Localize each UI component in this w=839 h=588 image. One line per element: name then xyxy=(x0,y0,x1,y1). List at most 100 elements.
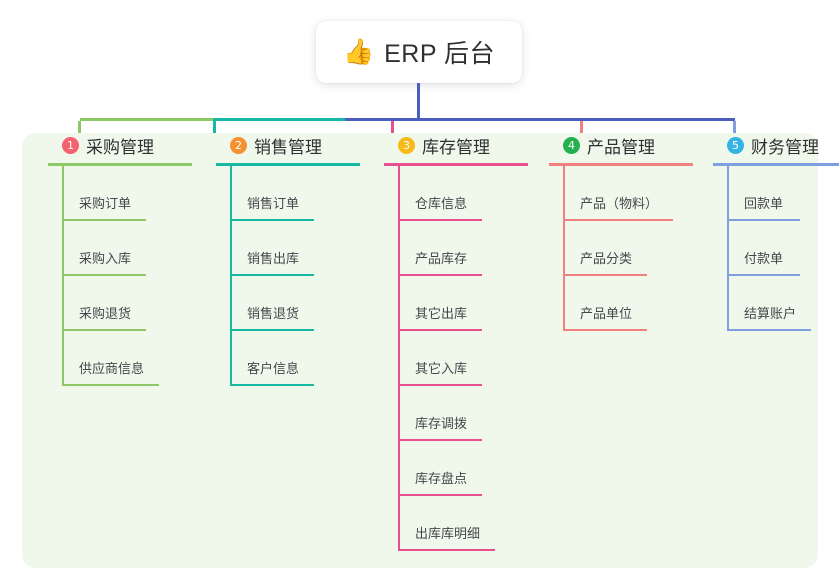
leaf-item[interactable]: 仓库信息 xyxy=(384,166,528,221)
leaf-label: 回款单 xyxy=(744,196,784,211)
root-title: ERP 后台 xyxy=(384,40,496,68)
leaf-label: 其它出库 xyxy=(415,306,468,321)
leaf-label: 库存盘点 xyxy=(415,471,468,486)
leaf-label: 付款单 xyxy=(744,251,784,266)
leaf-rule xyxy=(230,384,314,386)
branch-items-1: 采购订单采购入库采购退货供应商信息 xyxy=(48,166,192,386)
bus-green xyxy=(80,118,215,121)
leaf-label: 销售订单 xyxy=(247,196,300,211)
leaf-item[interactable]: 采购退货 xyxy=(48,276,192,331)
leaf-label: 产品单位 xyxy=(580,306,633,321)
leaf-label: 出库库明细 xyxy=(415,526,481,541)
leaf-rule xyxy=(62,274,146,276)
branch-title-3: 库存管理 xyxy=(422,137,490,157)
trunk-connector xyxy=(417,83,420,120)
leaf-label: 供应商信息 xyxy=(79,361,145,376)
leaf-rule xyxy=(398,274,482,276)
leaf-rule xyxy=(230,219,314,221)
leaf-label: 其它入库 xyxy=(415,361,468,376)
branch-header-2[interactable]: 2 销售管理 xyxy=(216,133,360,157)
leaf-item[interactable]: 库存调拨 xyxy=(384,386,528,441)
leaf-label: 客户信息 xyxy=(247,361,300,376)
branch-items-3: 仓库信息产品库存其它出库其它入库库存调拨库存盘点出库库明细 xyxy=(384,166,528,551)
leaf-rule xyxy=(62,329,146,331)
bus-teal xyxy=(213,118,347,121)
branch-title-1: 采购管理 xyxy=(86,137,154,157)
bus-blue xyxy=(345,118,735,121)
leaf-label: 产品库存 xyxy=(415,251,468,266)
branch-header-3[interactable]: 3 库存管理 xyxy=(384,133,528,157)
branch-title-5: 财务管理 xyxy=(751,137,819,157)
branch-rule-4 xyxy=(549,163,693,166)
leaf-item[interactable]: 销售出库 xyxy=(216,221,360,276)
branch-rule-3 xyxy=(384,163,528,166)
branch-items-4: 产品（物料） 产品分类产品单位 xyxy=(549,166,693,331)
leaf-item[interactable]: 销售退货 xyxy=(216,276,360,331)
branch-column-3: 3 库存管理仓库信息产品库存其它出库其它入库库存调拨库存盘点出库库明细 xyxy=(384,133,528,551)
leaf-item[interactable]: 回款单 xyxy=(713,166,839,221)
leaf-rule xyxy=(727,329,811,331)
branch-column-2: 2 销售管理销售订单销售出库销售退货客户信息 xyxy=(216,133,360,386)
leaf-item[interactable]: 采购订单 xyxy=(48,166,192,221)
branch-spine-4 xyxy=(563,166,565,331)
leaf-label: 仓库信息 xyxy=(415,196,468,211)
leaf-item[interactable]: 产品库存 xyxy=(384,221,528,276)
leaf-item[interactable]: 出库库明细 xyxy=(384,496,528,551)
branch-column-1: 1 采购管理采购订单采购入库采购退货供应商信息 xyxy=(48,133,192,386)
thumbs-up-icon: 👍 xyxy=(342,37,375,66)
leaf-item[interactable]: 销售订单 xyxy=(216,166,360,221)
leaf-rule xyxy=(563,329,647,331)
leaf-label: 销售退货 xyxy=(247,306,300,321)
leaf-label: 库存调拨 xyxy=(415,416,468,431)
branch-items-2: 销售订单销售出库销售退货客户信息 xyxy=(216,166,360,386)
leaf-label: 产品分类 xyxy=(580,251,633,266)
leaf-item[interactable]: 库存盘点 xyxy=(384,441,528,496)
leaf-rule xyxy=(62,219,146,221)
leaf-rule xyxy=(398,384,482,386)
branch-badge-3: 3 xyxy=(398,136,415,154)
leaf-rule xyxy=(563,274,647,276)
leaf-item[interactable]: 客户信息 xyxy=(216,331,360,386)
leaf-item[interactable]: 产品（物料） xyxy=(549,166,693,221)
branch-spine-2 xyxy=(230,166,232,386)
leaf-rule xyxy=(398,439,482,441)
leaf-label: 采购订单 xyxy=(79,196,132,211)
leaf-rule xyxy=(62,384,159,386)
branch-column-4: 4 产品管理产品（物料） 产品分类产品单位 xyxy=(549,133,693,331)
branch-title-2: 销售管理 xyxy=(254,137,322,157)
leaf-item[interactable]: 结算账户 xyxy=(713,276,839,331)
branch-spine-1 xyxy=(62,166,64,386)
branch-badge-2: 2 xyxy=(230,136,247,154)
leaf-rule xyxy=(230,274,314,276)
leaf-item[interactable]: 采购入库 xyxy=(48,221,192,276)
branch-spine-3 xyxy=(398,166,400,551)
branch-items-5: 回款单付款单结算账户 xyxy=(713,166,839,331)
leaf-rule xyxy=(563,219,673,221)
leaf-rule xyxy=(398,219,482,221)
branch-header-1[interactable]: 1 采购管理 xyxy=(48,133,192,157)
leaf-rule xyxy=(398,329,482,331)
leaf-label: 结算账户 xyxy=(744,306,797,321)
branch-badge-1: 1 xyxy=(62,136,79,154)
branch-rule-1 xyxy=(48,163,192,166)
root-node[interactable]: 👍 ERP 后台 xyxy=(316,21,522,83)
leaf-label: 销售出库 xyxy=(247,251,300,266)
leaf-item[interactable]: 其它出库 xyxy=(384,276,528,331)
leaf-item[interactable]: 产品分类 xyxy=(549,221,693,276)
leaf-rule xyxy=(398,549,495,551)
branch-rule-2 xyxy=(216,163,360,166)
branch-header-4[interactable]: 4 产品管理 xyxy=(549,133,693,157)
leaf-rule xyxy=(727,274,800,276)
branch-title-4: 产品管理 xyxy=(587,137,655,157)
branch-badge-4: 4 xyxy=(563,136,580,154)
leaf-rule xyxy=(727,219,800,221)
leaf-item[interactable]: 其它入库 xyxy=(384,331,528,386)
leaf-item[interactable]: 供应商信息 xyxy=(48,331,192,386)
leaf-rule xyxy=(230,329,314,331)
branches-panel: 1 采购管理采购订单采购入库采购退货供应商信息 2 销售管理销售订单销售出库销售退货客… xyxy=(22,133,839,568)
leaf-item[interactable]: 产品单位 xyxy=(549,276,693,331)
leaf-item[interactable]: 付款单 xyxy=(713,221,839,276)
leaf-label: 采购入库 xyxy=(79,251,132,266)
